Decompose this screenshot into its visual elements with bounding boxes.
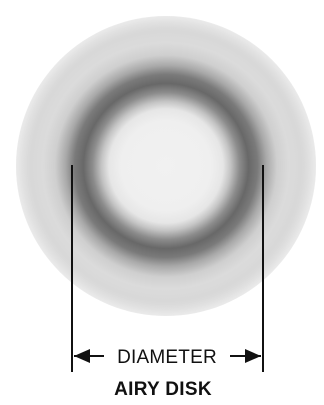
left-dimension-arrow [74, 349, 104, 363]
diameter-label: DIAMETER [117, 347, 217, 368]
airy-disk-caption: AIRY DISK [114, 379, 212, 400]
airy-disk-outer-rim [16, 16, 316, 316]
right-dimension-arrow [230, 349, 261, 363]
